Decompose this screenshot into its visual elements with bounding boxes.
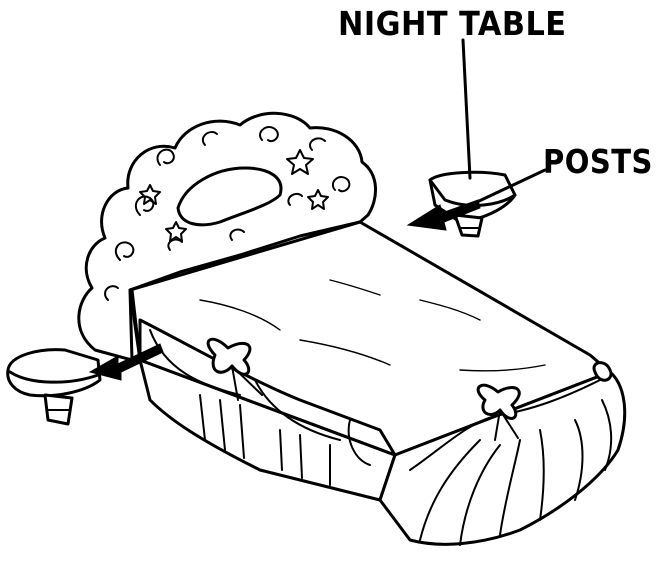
night-table-leader bbox=[463, 40, 470, 178]
night-table-label: NIGHT TABLE bbox=[338, 4, 566, 43]
posts-label: POSTS bbox=[543, 142, 653, 181]
night-table-left bbox=[8, 350, 100, 424]
